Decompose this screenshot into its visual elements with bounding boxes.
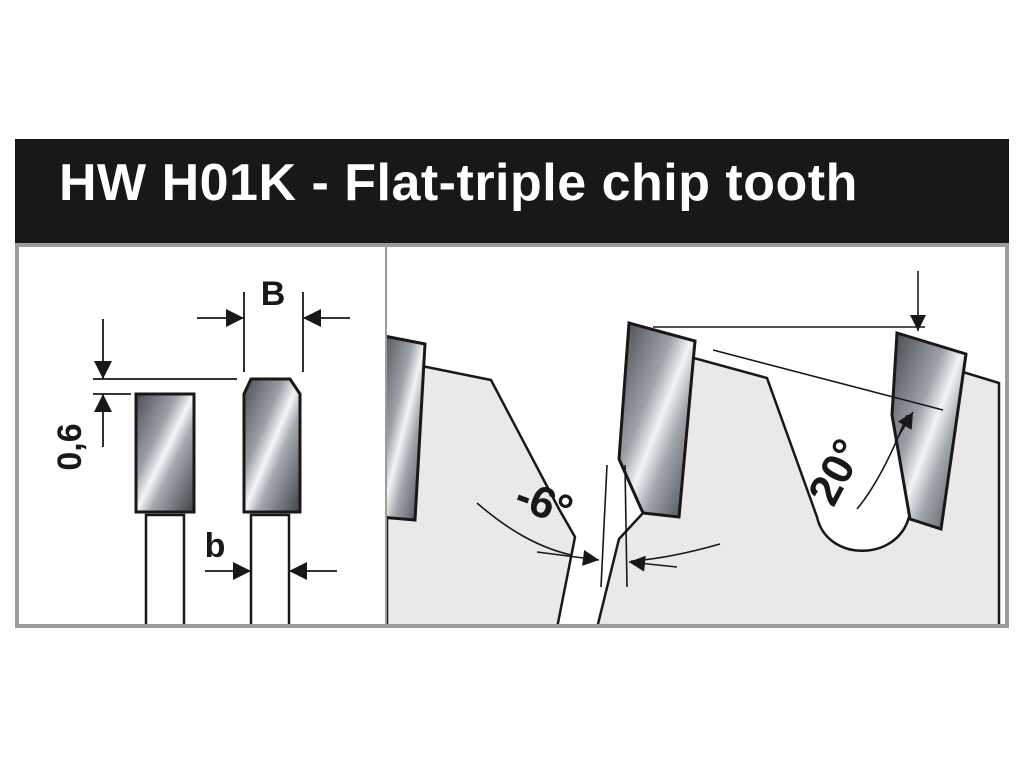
carbide-tip-left [387,335,427,522]
blade-side-view-drawing: -6° 20° [387,271,1001,624]
saw-blade-body [387,357,577,624]
blade-side-view-panel: -6° 20° [385,243,1009,628]
chamfered-carbide-tip [242,377,302,514]
carbide-tip-middle [617,321,697,519]
chamfer-height-label: 0,6 [51,423,89,470]
chamfered-tooth-body [249,513,291,624]
flat-carbide-tip [134,392,196,514]
chamfer-height-dimension [93,319,237,447]
tooth-front-view-panel: B 0,6 b [15,243,387,628]
clearance-angle-construction [653,271,944,510]
carbide-tip-right [890,331,968,531]
flat-tooth-body [144,513,186,624]
body-width-label: b [205,527,226,565]
tooth-width-dimension [197,292,350,372]
tooth-width-label: B [261,275,286,313]
hook-angle-construction [476,464,721,588]
tooth-front-view-drawing: B 0,6 b [51,275,350,624]
title-banner: HW H01K - Flat-triple chip tooth [15,139,1009,243]
diagram-title: HW H01K - Flat-triple chip tooth [59,154,858,212]
